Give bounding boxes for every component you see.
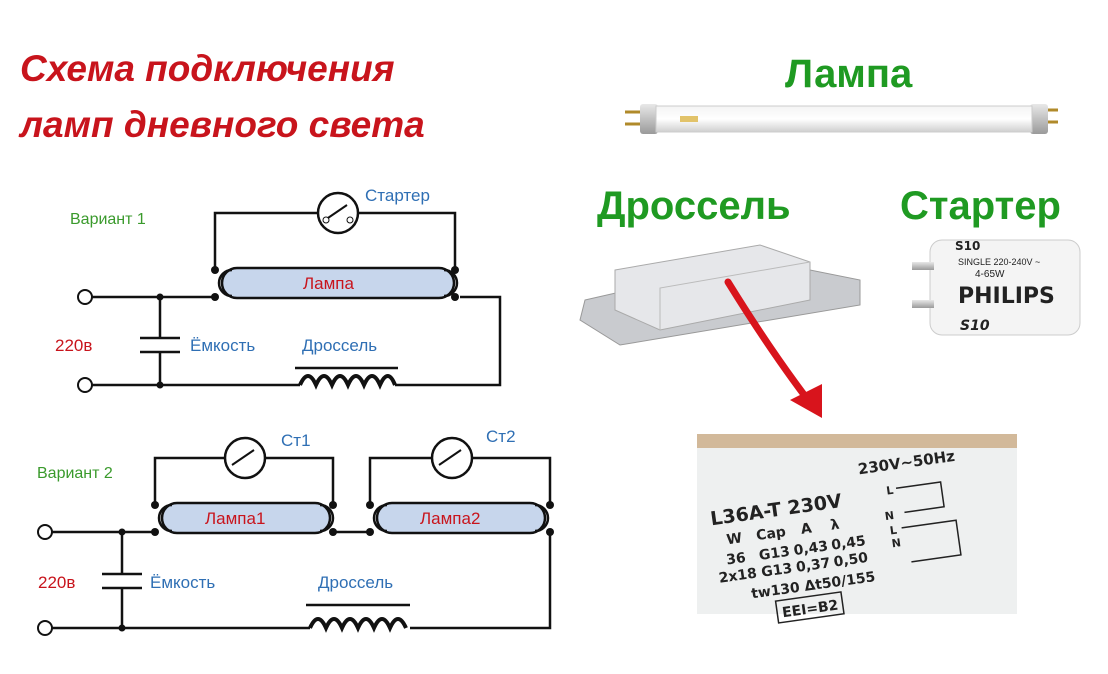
- terminals-2: [37, 524, 53, 636]
- starter-symbol-2b: [430, 436, 474, 480]
- svg-text:S10: S10: [960, 318, 990, 334]
- title-line-2: ламп дневного света: [20, 104, 425, 145]
- svg-text:0,45: 0,45: [830, 533, 866, 554]
- starter-label-2a: Ст1: [281, 431, 311, 450]
- lamp-label-1: Лампа: [303, 274, 355, 293]
- lamp-tube-2b: [375, 501, 547, 535]
- svg-text:2x18: 2x18: [718, 566, 758, 587]
- lamp-photo: [625, 104, 1058, 134]
- heading-choke: Дроссель: [597, 184, 791, 228]
- lamp-tube-1: [220, 266, 456, 300]
- starter-symbol-2a: [223, 436, 267, 480]
- svg-text:L: L: [889, 524, 898, 538]
- variant-1-label: Вариант 1: [70, 211, 146, 228]
- capacitor-label-2: Ёмкость: [150, 573, 215, 592]
- circuit-variant-2: [52, 456, 552, 633]
- variant-2-label: Вариант 2: [37, 465, 113, 482]
- svg-text:PHILIPS: PHILIPS: [958, 284, 1055, 309]
- title-line-1: Схема подключения: [20, 48, 395, 89]
- starter-photo: S10 SINGLE 220-240V ~ 4-65W PHILIPS S10: [912, 239, 1081, 336]
- svg-text:W: W: [726, 530, 744, 548]
- lamp-label-2a: Лампа1: [205, 509, 265, 528]
- voltage-label-1: 220в: [55, 336, 92, 355]
- svg-text:G13: G13: [760, 561, 793, 581]
- choke-label-2: Дроссель: [318, 573, 393, 592]
- svg-text:N: N: [884, 509, 895, 523]
- svg-text:N: N: [891, 536, 902, 550]
- red-arrow: [724, 278, 822, 418]
- heading-starter: Стартер: [900, 184, 1061, 228]
- svg-text:4-65W: 4-65W: [975, 269, 1005, 280]
- terminals-1: [77, 289, 93, 393]
- lamp-tube-2a: [160, 501, 332, 535]
- svg-text:A: A: [800, 520, 813, 537]
- capacitor-label-1: Ёмкость: [190, 336, 255, 355]
- svg-text:0,37: 0,37: [795, 555, 831, 576]
- starter-label-1: Стартер: [365, 186, 430, 205]
- heading-lamp: Лампа: [785, 52, 913, 96]
- svg-text:EEI=B2: EEI=B2: [781, 598, 839, 622]
- lamp-label-2b: Лампа2: [420, 509, 480, 528]
- svg-text:G13: G13: [758, 544, 791, 564]
- svg-text:0,43: 0,43: [793, 538, 829, 559]
- svg-text:SINGLE 220-240V ~: SINGLE 220-240V ~: [958, 257, 1040, 267]
- svg-text:L: L: [885, 484, 894, 498]
- svg-text:λ: λ: [829, 517, 840, 534]
- starter-symbol-1: [316, 191, 360, 235]
- svg-text:S10: S10: [955, 239, 980, 253]
- svg-text:0,50: 0,50: [833, 550, 870, 571]
- choke-label-1: Дроссель: [302, 336, 377, 355]
- starter-label-2b: Ст2: [486, 427, 516, 446]
- svg-text:36: 36: [725, 550, 747, 569]
- lamp-filaments: [217, 268, 459, 298]
- circuit-variant-1: [92, 211, 502, 390]
- voltage-label-2: 220в: [38, 573, 75, 592]
- ballast-label-photo: L36A-T 230V 230V~50Hz W Cap A λ 36 G13 0…: [697, 434, 1017, 624]
- svg-text:Cap: Cap: [755, 524, 787, 544]
- choke-photo: [579, 244, 861, 346]
